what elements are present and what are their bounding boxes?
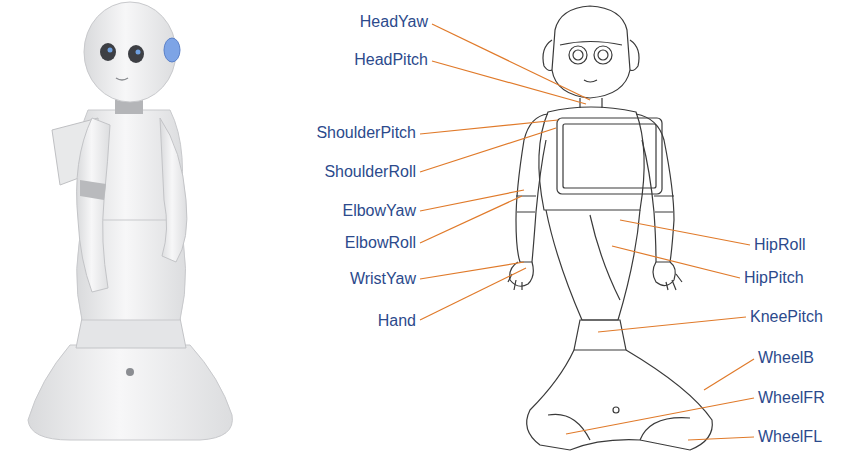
joint-label: Hand — [378, 312, 416, 330]
joint-label: ElbowYaw — [342, 202, 416, 220]
joint-label: ElbowRoll — [345, 234, 416, 252]
joint-label: WheelFR — [758, 389, 825, 407]
joint-label: ShoulderPitch — [316, 124, 416, 142]
joint-label: KneePitch — [750, 308, 823, 326]
joint-label: WristYaw — [350, 270, 416, 288]
joint-label: HeadPitch — [354, 51, 428, 69]
joint-label: HipPitch — [744, 269, 804, 287]
joint-label: HeadYaw — [360, 13, 428, 31]
joint-label: WheelFL — [758, 428, 822, 446]
joint-label: ShoulderRoll — [324, 163, 416, 181]
joint-label: HipRoll — [754, 236, 806, 254]
joint-label: WheelB — [758, 349, 814, 367]
